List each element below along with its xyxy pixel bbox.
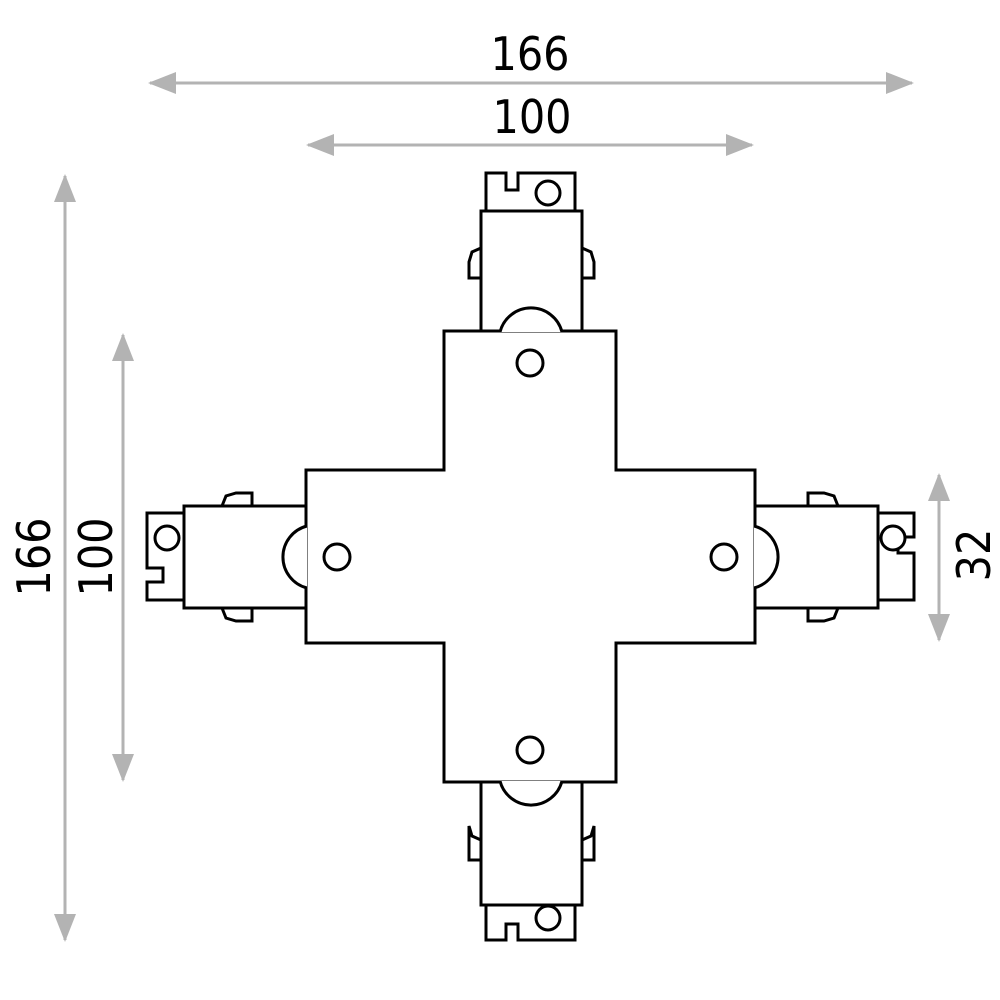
cross-body [281, 306, 780, 807]
arm-width-label: 32 [947, 529, 1000, 582]
right-mount-hole [709, 542, 739, 572]
bottom-arm-connector [467, 780, 596, 942]
center-width-label: 100 [493, 90, 572, 144]
center-height-label: 100 [69, 518, 123, 597]
left-mount-hole [322, 542, 352, 572]
right-end-pin [879, 524, 907, 552]
left-arm-connector [145, 491, 308, 623]
top-mount-hole [515, 348, 545, 378]
dimension-overall-width: 166 [148, 27, 914, 94]
dimension-arm-width: 32 [928, 473, 1000, 642]
dimension-center-height: 100 [69, 333, 134, 782]
top-end-pin [534, 179, 562, 207]
bottom-mount-hole [515, 735, 545, 765]
overall-width-label: 166 [491, 27, 570, 81]
top-arm-connector [467, 171, 596, 335]
overall-height-label: 166 [7, 518, 61, 597]
dimension-overall-height: 166 [7, 174, 76, 942]
left-end-pin [153, 524, 181, 552]
dimension-center-width: 100 [306, 90, 754, 156]
bottom-end-pin [534, 904, 562, 932]
